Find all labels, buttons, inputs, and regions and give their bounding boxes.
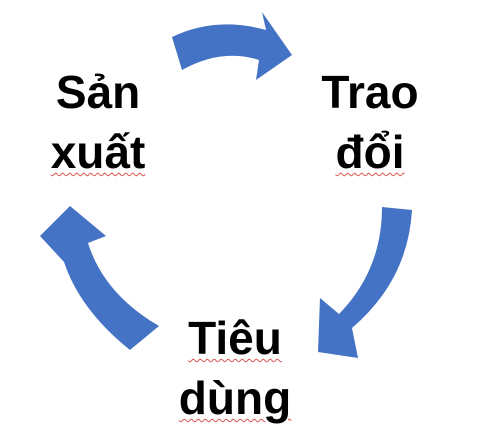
arrow-san-xuat-to-trao-doi xyxy=(172,12,292,80)
node-san-xuat-line1: Sản xyxy=(55,66,141,118)
node-tieu-dung: Tiêu dùng xyxy=(160,308,310,428)
arrow-trao-doi-to-tieu-dung xyxy=(318,207,412,358)
node-san-xuat: Sản xuất xyxy=(28,62,168,182)
node-tieu-dung-line1: Tiêu xyxy=(188,312,282,364)
node-san-xuat-line2: xuất xyxy=(50,126,146,178)
node-trao-doi-line1: Trao xyxy=(321,66,419,118)
node-trao-doi: Trao đổi xyxy=(300,62,440,182)
arrow-tieu-dung-to-san-xuat xyxy=(40,206,159,350)
node-tieu-dung-line2: dùng xyxy=(178,372,292,424)
node-trao-doi-line2: đổi xyxy=(335,126,405,178)
